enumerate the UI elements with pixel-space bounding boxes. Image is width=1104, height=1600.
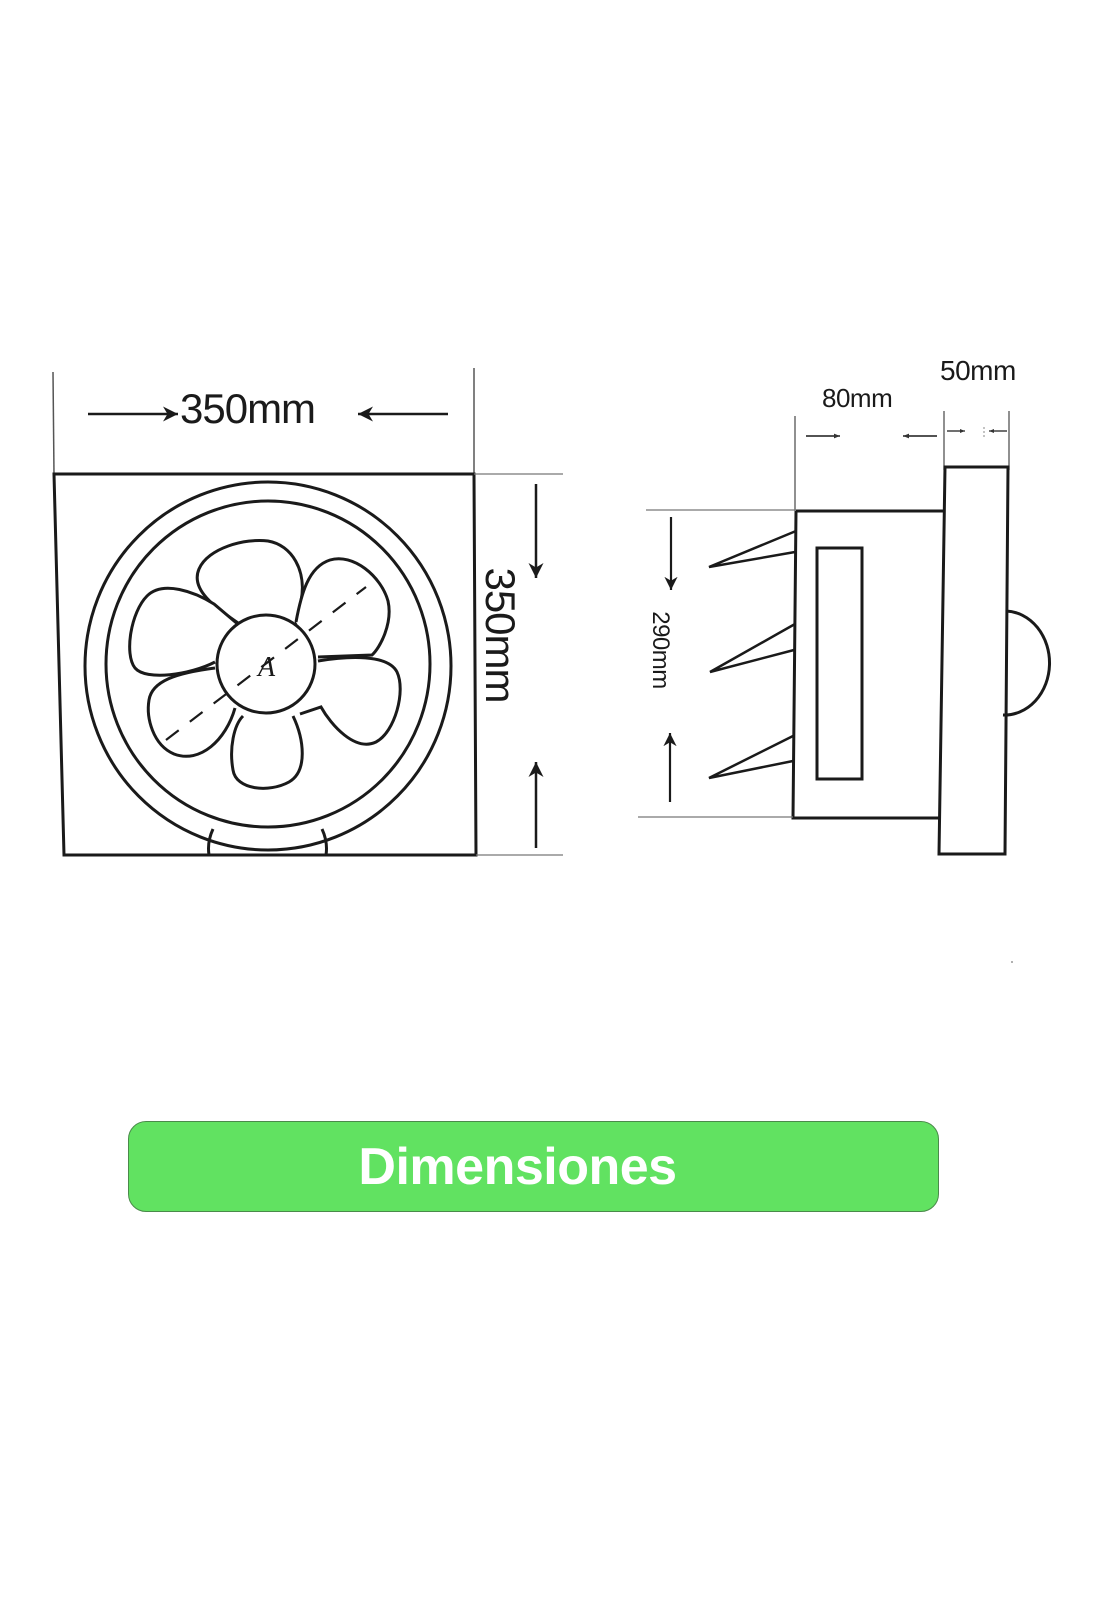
side-spike-2 [709,622,796,674]
side-spike-1 [708,529,797,569]
fan-outer-ring [83,480,453,852]
hub-letter: A [256,652,276,683]
side-dome [1002,609,1051,717]
extension-line-left [52,371,55,476]
side-spike-3 [708,734,794,780]
side-frame-label: 50mm [940,355,1016,386]
front-height-label: 350mm [477,567,524,703]
side-body [791,509,943,820]
side-height-label: 290mm [647,611,674,689]
side-view [638,411,1051,856]
fan-blades [128,538,402,790]
side-frame-panel [937,465,1010,856]
side-depth-label: 80mm [822,383,893,413]
front-view [52,368,563,857]
stray-dot [1011,961,1013,963]
fan-inner-ring [104,499,432,829]
side-slot [815,546,864,781]
banner-title: Dimensiones [358,1137,677,1196]
front-width-label: 350mm [180,385,316,432]
blade-axis-dashed [165,586,367,741]
dimensions-banner: Dimensiones [128,1121,939,1212]
motor-housing [207,828,328,856]
